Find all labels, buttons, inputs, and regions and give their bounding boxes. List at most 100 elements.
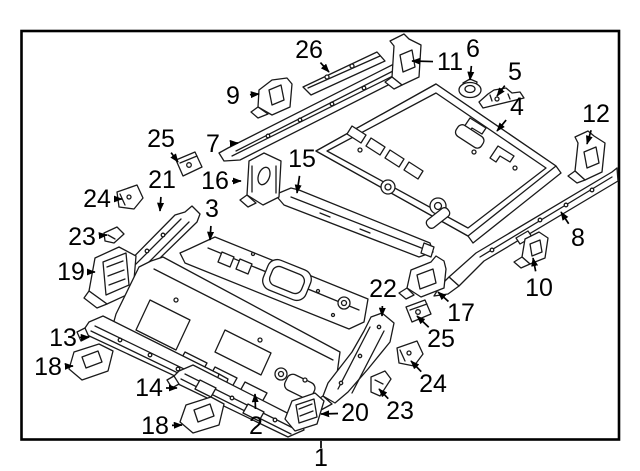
- part-number-label[interactable]: 15: [288, 145, 316, 173]
- part-15-crossmember: [277, 187, 435, 258]
- callout-14[interactable]: 14: [135, 374, 178, 402]
- callout-17[interactable]: 17: [437, 291, 475, 327]
- callout-16[interactable]: 16: [201, 167, 242, 195]
- callout-4[interactable]: 4: [496, 93, 524, 132]
- callout-25[interactable]: 25: [147, 125, 179, 163]
- callout-22[interactable]: 22: [369, 275, 397, 317]
- leader-line: [319, 62, 330, 73]
- leader-line: [496, 85, 506, 97]
- leader-line: [207, 225, 215, 241]
- callout-21[interactable]: 21: [148, 166, 176, 212]
- part-number-label[interactable]: 24: [419, 370, 447, 398]
- callout-3[interactable]: 3: [205, 195, 219, 241]
- part-16-bracket: [239, 152, 282, 208]
- part-number-label[interactable]: 26: [295, 36, 323, 64]
- part-number-label[interactable]: 16: [201, 167, 229, 195]
- part-number-label[interactable]: 20: [341, 399, 369, 427]
- leader-line: [586, 130, 593, 145]
- part-12-bracket: [567, 130, 606, 184]
- callout-15[interactable]: 15: [288, 145, 316, 194]
- leader-line: [416, 315, 430, 328]
- callout-10[interactable]: 10: [525, 257, 553, 302]
- leader-line: [410, 360, 422, 373]
- part-20-bracket: [284, 392, 325, 432]
- callout-23[interactable]: 23: [378, 388, 414, 425]
- part-6-grommet-nut: [458, 78, 482, 99]
- callout-18[interactable]: 18: [34, 353, 74, 381]
- leader-line: [170, 152, 179, 163]
- part-10-bracket: [513, 231, 549, 269]
- callout-26[interactable]: 26: [295, 36, 330, 73]
- part-number-label[interactable]: 3: [205, 195, 219, 223]
- callout-1[interactable]: 1: [314, 441, 328, 471]
- callout-7[interactable]: 7: [206, 130, 239, 158]
- part-26-anchor-plate: [302, 51, 386, 96]
- callout-24[interactable]: 24: [83, 185, 123, 213]
- part-number-label[interactable]: 14: [135, 374, 163, 402]
- part-24-bracket-lower: [396, 340, 424, 367]
- callout-19[interactable]: 19: [57, 258, 96, 286]
- part-24-bracket-upper: [116, 184, 144, 210]
- leader-line: [378, 388, 389, 400]
- leader-line: [560, 211, 570, 225]
- part-number-label[interactable]: 22: [369, 275, 397, 303]
- leader-line: [294, 175, 302, 194]
- assembly-frame: [20, 29, 621, 441]
- part-25-plate-lower: [405, 299, 432, 323]
- callout-23[interactable]: 23: [68, 223, 108, 251]
- part-number-label[interactable]: 10: [525, 274, 553, 302]
- part-number-label[interactable]: 4: [510, 93, 524, 121]
- leader-line: [157, 196, 165, 212]
- part-number-label[interactable]: 1: [314, 444, 328, 471]
- part-number-label[interactable]: 13: [49, 324, 77, 352]
- callout-25[interactable]: 25: [416, 315, 455, 353]
- part-14-crossmember: [166, 364, 305, 438]
- leader-line: [496, 119, 507, 132]
- leader-line: [320, 410, 339, 418]
- callout-12[interactable]: 12: [582, 100, 610, 145]
- part-number-label[interactable]: 2: [249, 412, 263, 440]
- part-number-label[interactable]: 18: [34, 353, 62, 381]
- part-number-label[interactable]: 18: [141, 412, 169, 440]
- part-number-label[interactable]: 19: [57, 258, 85, 286]
- leader-line: [411, 57, 434, 65]
- part-9-bracket: [250, 77, 293, 119]
- part-number-label[interactable]: 23: [68, 223, 96, 251]
- part-25-plate-upper: [175, 151, 203, 177]
- callout-6[interactable]: 6: [466, 35, 480, 81]
- callout-13[interactable]: 13: [49, 324, 90, 352]
- leader-line: [249, 91, 260, 99]
- callout-11[interactable]: 11: [411, 48, 463, 76]
- leader-line: [467, 65, 475, 81]
- part-number-label[interactable]: 7: [206, 130, 220, 158]
- part-23-clip-lower: [370, 370, 392, 397]
- part-number-label[interactable]: 9: [226, 82, 240, 110]
- part-number-label[interactable]: 24: [83, 185, 111, 213]
- leader-line: [437, 291, 450, 303]
- part-number-label[interactable]: 11: [437, 48, 463, 76]
- callout-18[interactable]: 18: [141, 412, 183, 440]
- part-number-label[interactable]: 12: [582, 100, 610, 128]
- part-19-bracket: [83, 246, 137, 309]
- part-18-bracket-lower: [179, 396, 225, 434]
- callout-24[interactable]: 24: [410, 360, 447, 398]
- part-number-label[interactable]: 23: [386, 397, 414, 425]
- part-number-label[interactable]: 6: [466, 35, 480, 63]
- callout-2[interactable]: 2: [249, 393, 263, 440]
- leader-line: [98, 232, 108, 240]
- part-number-label[interactable]: 5: [508, 58, 522, 86]
- callout-20[interactable]: 20: [320, 399, 369, 427]
- part-3-floor-pan-section: [179, 236, 369, 330]
- part-number-label[interactable]: 17: [447, 299, 475, 327]
- leader-line: [531, 257, 539, 272]
- part-number-label[interactable]: 25: [427, 325, 455, 353]
- part-number-label[interactable]: 8: [571, 224, 585, 252]
- callout-8[interactable]: 8: [560, 211, 585, 252]
- callout-9[interactable]: 9: [226, 82, 260, 110]
- callout-5[interactable]: 5: [496, 58, 522, 97]
- part-number-label[interactable]: 25: [147, 125, 175, 153]
- part-number-label[interactable]: 21: [148, 166, 176, 194]
